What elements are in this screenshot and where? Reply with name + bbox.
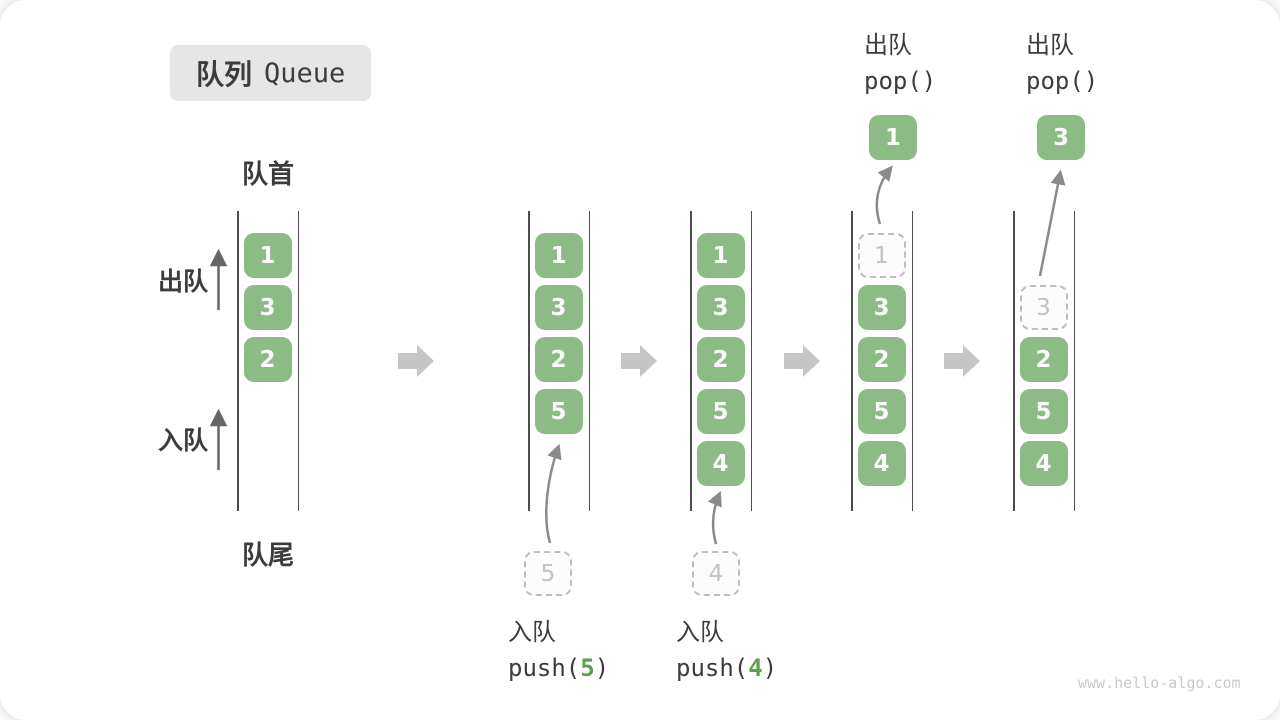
queue-element: 5 xyxy=(1019,389,1068,434)
op-push5-label: 入队 xyxy=(508,618,556,646)
watermark: www.hello-algo.com xyxy=(1078,674,1241,692)
queue-element: 3 xyxy=(534,285,583,330)
queue-element: 5 xyxy=(696,389,745,434)
popped-element-3: 3 xyxy=(1037,115,1085,160)
queue-element: 5 xyxy=(534,389,583,434)
op-pop-1: 出队 pop() xyxy=(864,33,936,93)
queue4-wall-left xyxy=(851,211,853,511)
label-queue-front: 队首 xyxy=(242,160,295,190)
queue-element: 1 xyxy=(534,233,583,278)
queue3-wall-left xyxy=(690,211,692,511)
dequeued-ghost-slot: 1 xyxy=(857,233,906,278)
op-push4: 入队 push(4) xyxy=(676,620,777,680)
queue-state-1: 1 3 2 xyxy=(243,233,292,382)
label-dequeue-direction: 出队 xyxy=(158,267,209,296)
popped-element-1: 1 xyxy=(869,115,917,160)
op-push5: 入队 push(5) xyxy=(508,620,609,680)
queue1-wall-right xyxy=(297,211,299,511)
transition-arrow-1 xyxy=(398,345,434,377)
staged-element-5: 5 xyxy=(524,551,572,596)
label-queue-rear: 队尾 xyxy=(242,541,295,571)
transition-arrow-2 xyxy=(621,345,657,377)
transition-arrow-4 xyxy=(944,345,980,377)
queue-element: 3 xyxy=(857,285,906,330)
queue-element: 2 xyxy=(857,337,906,382)
title-badge: 队列 Queue xyxy=(170,45,372,101)
queue-state-2: 1 3 2 5 xyxy=(534,233,583,434)
queue-element: 3 xyxy=(696,285,745,330)
queue-element: 2 xyxy=(243,337,292,382)
queue3-wall-right xyxy=(750,211,752,511)
queue-element: 1 xyxy=(243,233,292,278)
op-pop1-label: 出队 xyxy=(864,31,912,59)
pop1-motion-arrow xyxy=(875,165,893,225)
queue-element: 2 xyxy=(696,337,745,382)
op-push4-label: 入队 xyxy=(676,618,724,646)
op-push5-code: push(5) xyxy=(508,654,610,682)
queue-state-5: 3 2 5 4 xyxy=(1019,285,1068,486)
op-push4-code: push(4) xyxy=(676,654,778,682)
queue2-wall-right xyxy=(588,211,590,511)
push4-motion-arrow xyxy=(707,490,722,545)
queue1-wall-left xyxy=(237,211,239,511)
pop3-motion-arrow xyxy=(1038,169,1066,277)
op-pop1-code: pop() xyxy=(864,67,937,95)
queue-element: 1 xyxy=(696,233,745,278)
title-en: Queue xyxy=(264,57,346,89)
queue-state-3: 1 3 2 5 4 xyxy=(696,233,745,486)
queue-element: 2 xyxy=(1019,337,1068,382)
dequeued-ghost-slot: 3 xyxy=(1019,285,1068,330)
queue-element: 4 xyxy=(696,441,745,486)
queue2-wall-left xyxy=(528,211,530,511)
queue5-wall-right xyxy=(1073,211,1075,511)
transition-arrow-3 xyxy=(784,345,820,377)
op-pop2-code: pop() xyxy=(1026,67,1099,95)
title-zh: 队列 xyxy=(196,58,253,91)
op-pop-2: 出队 pop() xyxy=(1026,33,1098,93)
queue-element: 5 xyxy=(857,389,906,434)
staged-element-4: 4 xyxy=(692,551,740,596)
queue4-wall-right xyxy=(911,211,913,511)
queue-element: 3 xyxy=(243,285,292,330)
queue-state-4: 1 3 2 5 4 xyxy=(857,233,906,486)
queue-element: 2 xyxy=(534,337,583,382)
queue5-wall-left xyxy=(1013,211,1015,511)
queue-element: 4 xyxy=(857,441,906,486)
op-pop2-label: 出队 xyxy=(1026,31,1074,59)
label-enqueue-direction: 入队 xyxy=(158,426,209,455)
push5-motion-arrow xyxy=(545,443,562,544)
queue-element: 4 xyxy=(1019,441,1068,486)
